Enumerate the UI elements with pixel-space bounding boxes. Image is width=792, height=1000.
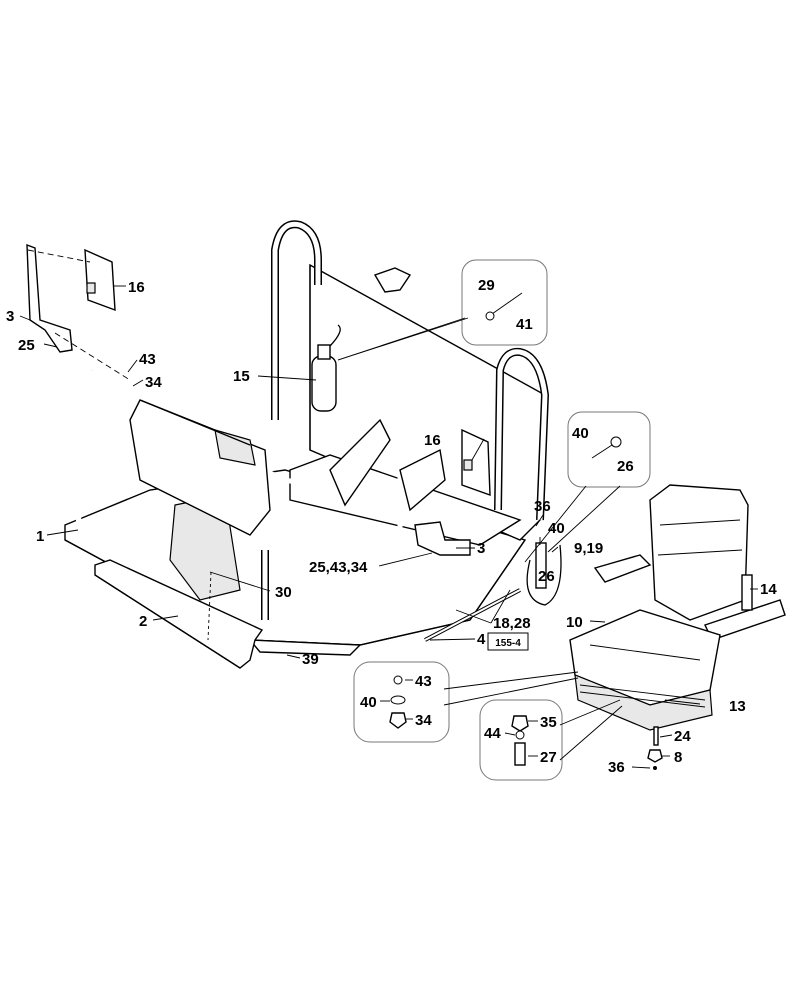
mirror-right (414, 428, 491, 556)
detail-bubble-40-26 (567, 411, 651, 488)
reference-tag: 155-4 (487, 632, 529, 651)
callout-25-43-34: 25,43,34 (309, 559, 368, 576)
callout-16b: 16 (424, 432, 441, 449)
detail-bubble-43-40-34 (353, 661, 450, 743)
callout-1: 1 (36, 528, 44, 545)
detail-bubble-29-41 (461, 259, 548, 346)
leader-lines (19, 249, 758, 769)
floor-strip (94, 559, 264, 669)
callout-40b: 40 (548, 520, 565, 537)
rear-roll-bar (271, 220, 550, 521)
callout-10: 10 (566, 614, 583, 631)
callout-35: 35 (540, 714, 557, 731)
callout-3a: 3 (6, 308, 14, 325)
callout-labels: 16 3 25 43 34 15 29 41 16 40 26 1 36 40 … (6, 277, 777, 776)
callout-43b: 43 (415, 673, 432, 690)
reference-tag-text: 155-4 (495, 638, 521, 649)
callout-26b: 26 (538, 568, 555, 585)
callout-40a: 40 (572, 425, 589, 442)
seat-rails (329, 418, 446, 512)
callout-34b: 34 (415, 712, 432, 729)
callout-36b: 36 (608, 759, 625, 776)
callout-30: 30 (275, 584, 292, 601)
callout-34a: 34 (145, 374, 162, 391)
callout-36a: 36 (534, 498, 551, 515)
callout-43a: 43 (139, 351, 156, 368)
operator-seat (569, 484, 786, 731)
seat-fasteners (647, 726, 663, 770)
front-handrail (75, 306, 403, 620)
callout-39: 39 (302, 651, 319, 668)
callout-24: 24 (674, 728, 691, 745)
callout-27: 27 (540, 749, 557, 766)
detail-bubble-35-44-27 (479, 699, 563, 781)
callout-14: 14 (760, 581, 777, 598)
callout-18-28: 18,28 (493, 615, 531, 632)
callout-25: 25 (18, 337, 35, 354)
callout-41: 41 (516, 316, 533, 333)
fire-extinguisher (311, 324, 341, 412)
callout-8: 8 (674, 749, 682, 766)
callout-4: 4 (477, 631, 486, 648)
callout-26a: 26 (617, 458, 634, 475)
front-console (129, 399, 271, 536)
callout-3b: 3 (477, 540, 485, 557)
callout-9-19: 9,19 (574, 540, 603, 557)
callout-44: 44 (484, 725, 501, 742)
cable-assembly (526, 542, 562, 606)
mirror-left (26, 243, 116, 353)
callout-16a: 16 (128, 279, 145, 296)
callout-15: 15 (233, 368, 250, 385)
callout-13: 13 (729, 698, 746, 715)
callout-2: 2 (139, 613, 147, 630)
callout-29: 29 (478, 277, 495, 294)
callout-40c: 40 (360, 694, 377, 711)
linkage-rod (424, 588, 521, 642)
